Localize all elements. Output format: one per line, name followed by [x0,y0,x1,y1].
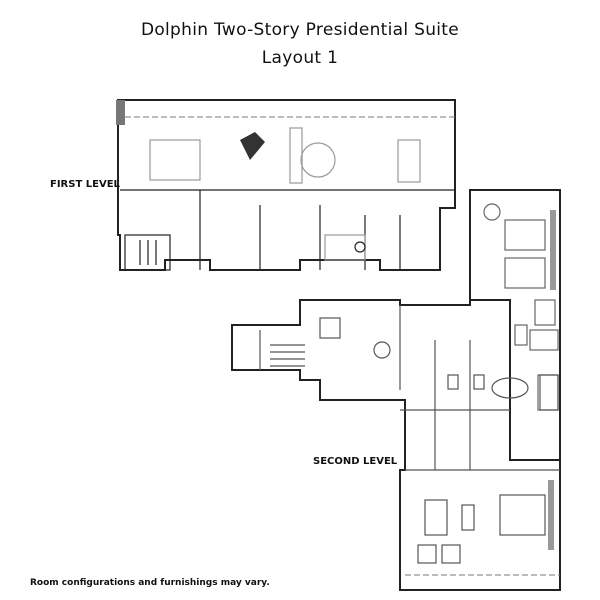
first-level-plan [116,99,456,271]
second-level-interior [259,305,560,564]
plan-subtitle: Layout 1 [261,48,339,68]
first-level-label: FIRST LEVEL [50,179,120,190]
first-level-interior [120,127,455,271]
second-level-plan [231,299,561,591]
disclaimer-note: Room configurations and furnishings may … [30,578,270,588]
bedroom-wing-interior [483,203,559,411]
plan-title: Dolphin Two-Story Presidential Suite [140,20,460,40]
second-level-label: SECOND LEVEL [313,456,398,467]
